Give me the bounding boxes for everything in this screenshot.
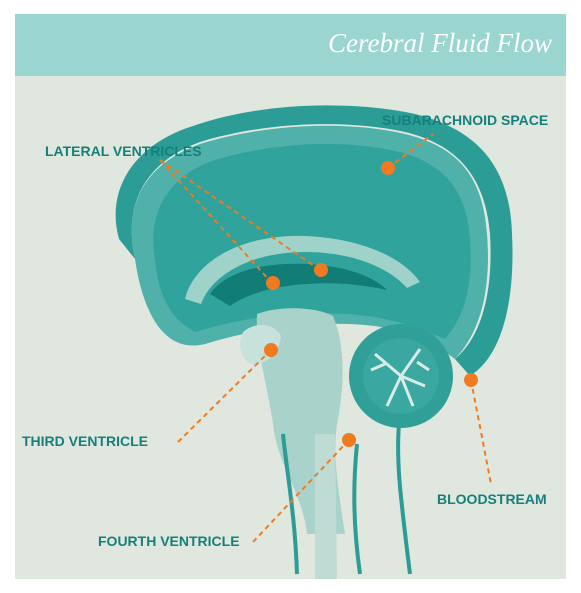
marker-lateral-1: [266, 276, 280, 290]
label-third-ventricle: THIRD VENTRICLE: [22, 433, 148, 449]
marker-subarachnoid: [381, 161, 395, 175]
marker-lateral-2: [314, 263, 328, 277]
diagram-card: Cerebral Fluid Flow: [15, 14, 566, 579]
label-fourth-ventricle: FOURTH VENTRICLE: [98, 533, 240, 549]
label-bloodstream: BLOODSTREAM: [437, 491, 547, 507]
leader-bloodstream: [471, 380, 491, 484]
label-lateral-ventricles: LATERAL VENTRICLES: [45, 143, 202, 159]
marker-fourth: [342, 433, 356, 447]
brain-diagram: SUBARACHNOID SPACE LATERAL VENTRICLES TH…: [15, 14, 566, 579]
leader-third: [178, 350, 271, 442]
marker-bloodstream: [464, 373, 478, 387]
label-subarachnoid-space: SUBARACHNOID SPACE: [382, 112, 548, 128]
marker-third: [264, 343, 278, 357]
